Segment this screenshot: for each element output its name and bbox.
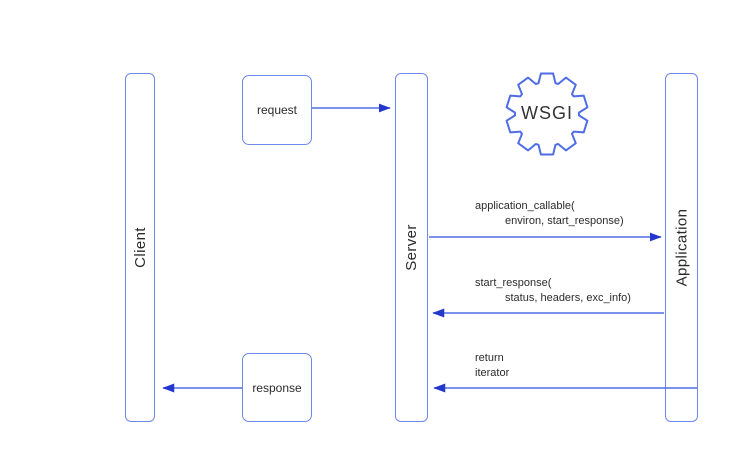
return-iterator-label-line1: return bbox=[475, 352, 504, 364]
start-response-label-line2: status, headers, exc_info) bbox=[505, 292, 631, 304]
start-response-label: start_response( status, headers, exc_inf… bbox=[475, 276, 631, 306]
server-lifeline: Server bbox=[395, 73, 428, 422]
request-box-label: request bbox=[256, 103, 298, 117]
response-box-label: response bbox=[252, 380, 302, 395]
return-iterator-label: return iterator bbox=[475, 351, 509, 381]
response-box: response bbox=[242, 353, 312, 422]
start-response-label-line1: start_response( bbox=[475, 277, 552, 289]
application-label: Application bbox=[673, 208, 691, 287]
client-lifeline: Client bbox=[125, 73, 155, 422]
request-box: request bbox=[242, 75, 312, 145]
return-iterator-label-line2: iterator bbox=[475, 367, 510, 379]
application-callable-label: application_callable( environ, start_res… bbox=[475, 199, 624, 229]
client-label: Client bbox=[131, 227, 149, 268]
wsgi-gear-label: WSGI bbox=[521, 103, 573, 123]
application-callable-label-line2: environ, start_response) bbox=[505, 215, 624, 227]
server-label: Server bbox=[403, 224, 420, 271]
application-lifeline: Application bbox=[665, 73, 698, 422]
application-callable-label-line1: application_callable( bbox=[475, 200, 575, 212]
